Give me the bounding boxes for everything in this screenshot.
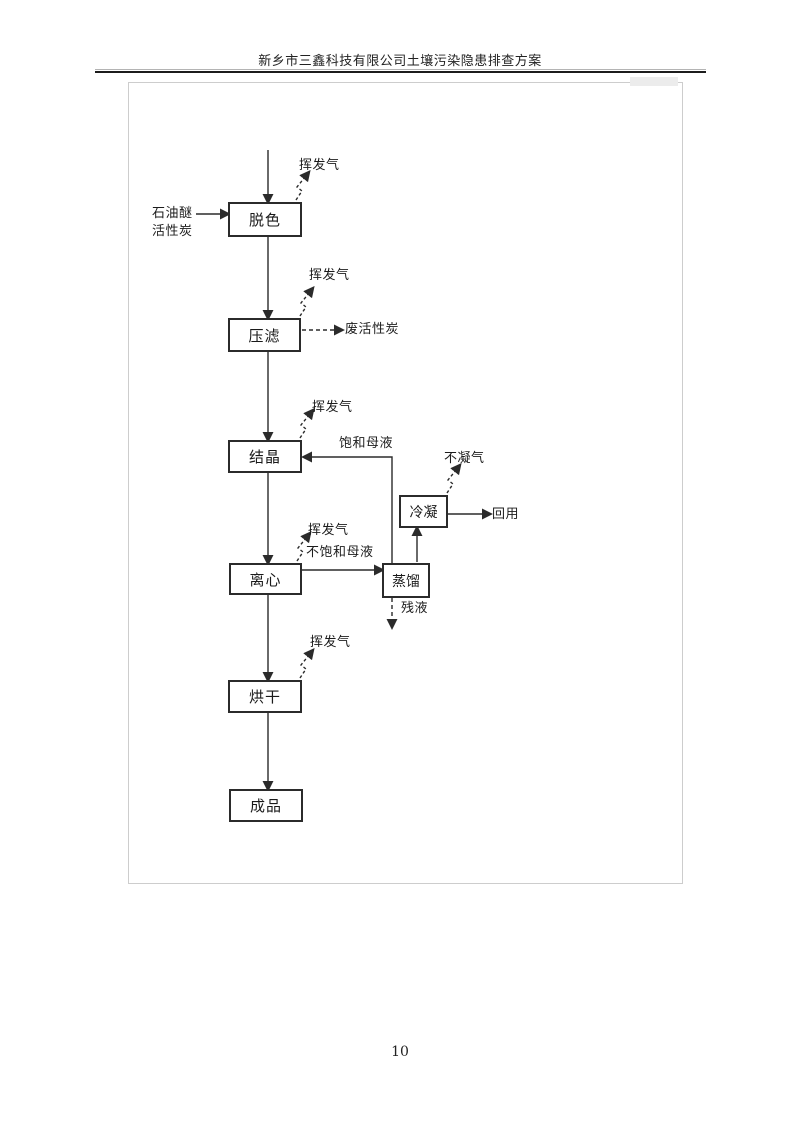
process-box-crystallize: 结晶 [228,440,302,473]
label-reuse: 回用 [492,507,520,522]
process-box-dry: 烘干 [228,680,302,713]
process-box-distill: 蒸馏 [382,563,430,598]
page-header-title: 新乡市三鑫科技有限公司土壤污染隐患排查方案 [258,54,542,69]
label-residue: 残液 [401,601,429,616]
process-box-condense: 冷凝 [399,495,448,528]
label-waste-carbon: 废活性炭 [345,322,400,337]
diagram-frame [128,82,683,884]
label-saturated-liquor: 饱和母液 [339,436,394,451]
page-number: 10 [391,1044,409,1060]
process-box-product: 成品 [229,789,303,822]
process-box-decolor: 脱色 [228,202,302,237]
header-rule-light [95,69,706,70]
label-volatile-gas-3: 挥发气 [312,400,353,415]
header-rule [95,71,706,73]
label-volatile-gas-1: 挥发气 [299,158,340,173]
label-volatile-gas-2: 挥发气 [309,268,350,283]
label-petroleum-ether: 石油醚 [152,206,193,221]
label-non-condensable-gas: 不凝气 [444,451,485,466]
scan-artifact [630,77,678,86]
label-activated-carbon: 活性炭 [152,224,193,239]
process-box-filter: 压滤 [228,318,301,352]
label-unsaturated-liquor: 不饱和母液 [306,545,374,560]
label-volatile-gas-5: 挥发气 [310,635,351,650]
process-box-centrifuge: 离心 [229,563,302,595]
label-volatile-gas-4: 挥发气 [308,523,349,538]
